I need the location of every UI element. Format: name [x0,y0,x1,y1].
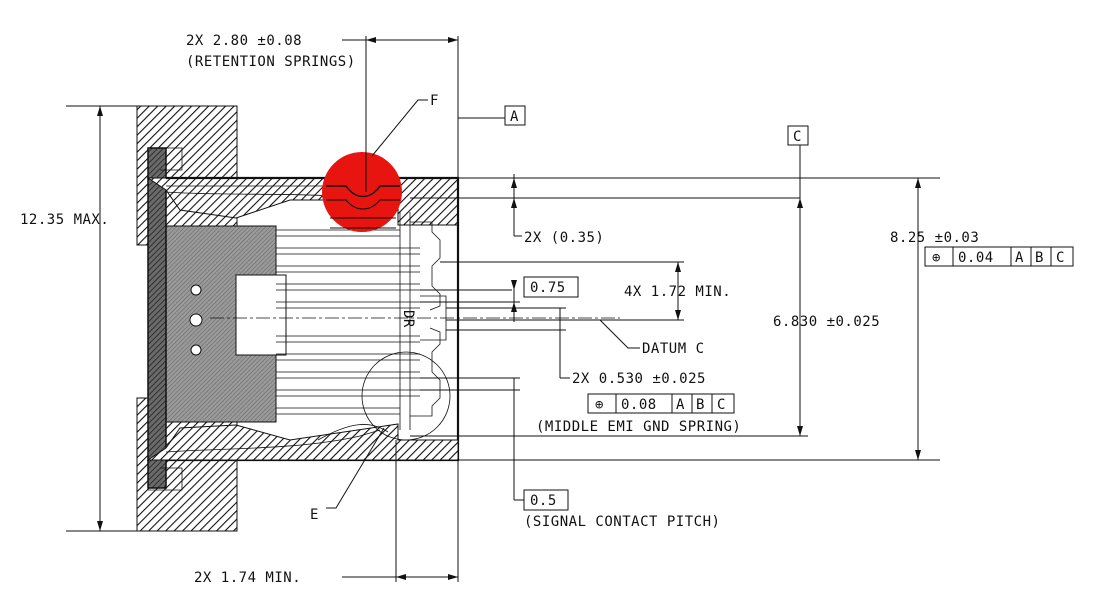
svg-text:0.08: 0.08 [621,397,657,413]
label-width-825: 8.25 ±0.03 [890,230,979,246]
svg-text:A: A [676,397,685,413]
dim-035 [410,174,940,237]
svg-text:C: C [717,397,726,413]
rotated-mark: DR [400,310,416,328]
dim-0530 [446,307,570,379]
label-detail-e: E [310,507,319,523]
label-retention-note: (RETENTION SPRINGS) [186,54,356,70]
svg-text:B: B [1035,250,1044,266]
svg-text:A: A [1015,250,1024,266]
dim-174 [342,440,459,582]
datum-a-box [504,105,526,126]
detail-circle-e [361,351,451,441]
label-detail-f: F [430,93,439,109]
svg-text:C: C [1056,250,1065,266]
dim-6830 [410,198,808,437]
dim-825 [458,178,940,461]
datum-c-box [787,125,809,146]
label-dim-0530: 2X 0.530 ±0.025 [572,371,706,387]
svg-text:⊕: ⊕ [595,397,604,413]
label-datum-c: C [793,129,802,145]
label-datum-a: A [510,109,519,125]
label-height-6830: 6.830 ±0.025 [773,314,880,330]
svg-text:B: B [696,397,705,413]
dim-172 [440,261,684,321]
label-emi-note: (MIDDLE EMI GND SPRING) [536,419,741,435]
label-retention-dim: 2X 2.80 ±0.08 [186,33,302,49]
label-signal-note: (SIGNAL CONTACT PITCH) [524,514,720,530]
dim-05 [420,377,569,511]
label-pitch-05: 0.5 [530,493,557,509]
label-pitch-075: 0.75 [530,280,566,296]
dim-075 [420,276,579,322]
shell-bottom [146,423,459,461]
detail-f-highlight [322,152,402,232]
label-gap-035: 2X (0.35) [524,230,604,246]
svg-text:⊕: ⊕ [932,250,941,266]
signal-contacts [276,212,447,430]
fcf-mid: ⊕ 0.08 A B C [587,393,735,414]
svg-text:0.04: 0.04 [958,250,994,266]
label-height-max: 12.35 MAX. [20,212,109,228]
label-datum-c-text: DATUM C [642,341,705,357]
label-min-172: 4X 1.72 MIN. [624,284,731,300]
fcf-top: ⊕ 0.04 A B C [924,246,1074,267]
label-min-174: 2X 1.74 MIN. [194,570,301,586]
dim-retention-springs [342,36,459,192]
connector-body [147,147,287,489]
dim-12-35 [66,105,137,532]
